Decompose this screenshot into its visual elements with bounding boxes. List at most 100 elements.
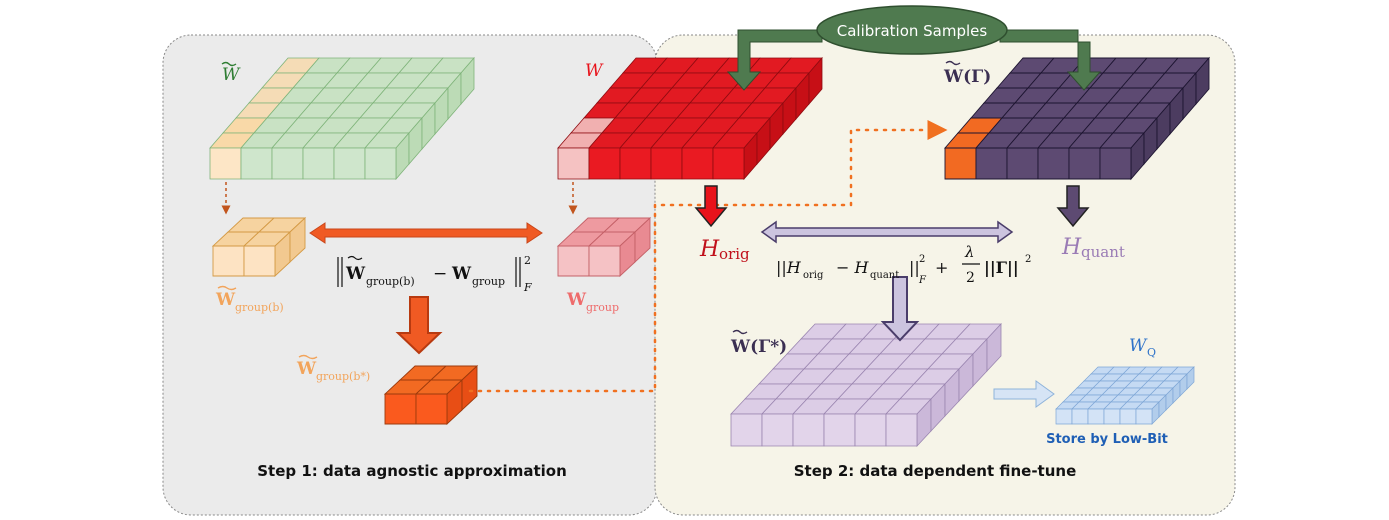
svg-text:orig: orig [719, 245, 750, 263]
svg-text:2: 2 [966, 270, 975, 286]
grid-cell-front [885, 413, 918, 447]
svg-text:2: 2 [919, 254, 925, 265]
grid-cell-front [1006, 147, 1039, 180]
calib-connector-right [999, 29, 1102, 91]
svg-text:quant: quant [870, 270, 899, 281]
store-low-bit-label: Store by Low-Bit [1046, 432, 1168, 447]
grid-cell-front [1037, 147, 1070, 180]
quantize-arrow [993, 380, 1055, 408]
svg-text:group: group [472, 275, 505, 288]
optimize-down-arrow [395, 296, 443, 355]
svg-text:F: F [523, 281, 532, 294]
svg-text:||: || [909, 258, 920, 277]
grid-cell-front [1087, 408, 1105, 425]
w-gamma-label: W(Γ) [943, 60, 991, 87]
grid-cell-front [1068, 147, 1101, 180]
w-group-bstar-block [383, 364, 479, 426]
grid-cell-side [986, 322, 1002, 373]
svg-text:W: W [345, 264, 366, 284]
grid-cell-side [289, 216, 306, 264]
svg-text:−: − [433, 264, 447, 284]
calibration-samples-label: Calibration Samples [837, 22, 988, 40]
svg-text:W: W [1129, 336, 1148, 356]
grid-cell-front [761, 413, 794, 447]
grid-cell-front [975, 147, 1008, 180]
grid-cell-front [619, 147, 652, 180]
grid-cell-front [364, 147, 397, 180]
grid-cell-front [1071, 408, 1089, 425]
w-gamma-star-label: W(Γ*) [730, 329, 787, 357]
w-gamma-star-grid [730, 322, 1002, 448]
grid-cell-front [415, 393, 448, 425]
grid-cell-front [588, 245, 621, 277]
svg-text:H: H [1061, 235, 1082, 260]
grid-cell-side [1195, 56, 1210, 106]
grid-cell-front [944, 147, 977, 180]
finetune-down-arrow [880, 276, 920, 342]
svg-text:+: + [935, 258, 948, 277]
w-group-b-block [211, 216, 307, 278]
svg-text:W: W [451, 264, 472, 284]
step1-title: Step 1: data agnostic approximation [257, 462, 567, 480]
svg-text:group(b*): group(b*) [316, 370, 370, 383]
wq-grid [1055, 366, 1195, 425]
svg-text:group(b): group(b) [235, 301, 284, 314]
grid-cell-side [808, 56, 823, 106]
svg-text:group(b): group(b) [366, 275, 415, 288]
svg-text:W: W [215, 290, 236, 310]
grid-cell-front [243, 245, 276, 277]
svg-text:W: W [296, 359, 317, 379]
w-group-b-label: W group(b) [215, 285, 284, 314]
loss-double-arrow [760, 220, 1014, 244]
grid-cell-front [1119, 408, 1137, 425]
grid-cell-side [461, 364, 478, 412]
svg-text:W(Γ): W(Γ) [943, 67, 991, 87]
svg-text:group: group [586, 301, 619, 314]
svg-text:F: F [918, 275, 927, 286]
grid-cell-front [712, 147, 745, 180]
grid-cell-front [681, 147, 714, 180]
w-tilde-grid [209, 56, 475, 181]
w-group-block [556, 216, 652, 278]
grid-cell-front [271, 147, 304, 180]
grid-cell-front [588, 147, 621, 180]
svg-text:Q: Q [1147, 346, 1156, 359]
grid-cell-front [1135, 408, 1153, 425]
h-quant-label: H quant [1061, 235, 1125, 261]
grid-cell-front [557, 245, 590, 277]
grid-cell-side [460, 56, 475, 106]
grid-cell-front [212, 245, 245, 277]
grid-cell-front [823, 413, 856, 447]
compare-double-arrow [309, 222, 543, 244]
svg-text:||Γ||: ||Γ|| [984, 258, 1019, 277]
grid-cell-front [854, 413, 887, 447]
svg-text:− H: − H [836, 258, 869, 277]
grid-cell-side [1186, 366, 1195, 390]
grid-cell-front [1103, 408, 1121, 425]
grid-cell-front [1099, 147, 1132, 180]
grid-cell-front [333, 147, 366, 180]
calib-connector-left [726, 29, 823, 91]
calibration-samples-ellipse [816, 5, 1008, 55]
grid-cell-front [384, 393, 417, 425]
svg-text:quant: quant [1081, 243, 1125, 261]
svg-text:W: W [222, 65, 241, 85]
h-quant-arrow [1056, 185, 1090, 228]
wq-label: W Q [1129, 336, 1156, 359]
grid-cell-front [650, 147, 683, 180]
grid-cell-front [240, 147, 273, 180]
step2-title: Step 2: data dependent fine-tune [794, 462, 1077, 480]
init-dotted-path [468, 120, 948, 393]
grid-cell-side [634, 216, 651, 264]
w-group-bstar-label: W group(b*) [296, 354, 370, 383]
svg-text:||H: ||H [776, 258, 802, 277]
svg-text:W(Γ*): W(Γ*) [730, 337, 787, 357]
svg-text:λ: λ [964, 243, 975, 261]
grid-cell-front [792, 413, 825, 447]
grid-cell-front [302, 147, 335, 180]
grid-cell-front [730, 413, 763, 447]
finetune-loss-formula: ||H orig − H quant || 2 F + λ 2 ||Γ|| 2 [776, 243, 1031, 286]
grid-cell-front [209, 147, 242, 180]
grid-cell-front [1055, 408, 1073, 425]
